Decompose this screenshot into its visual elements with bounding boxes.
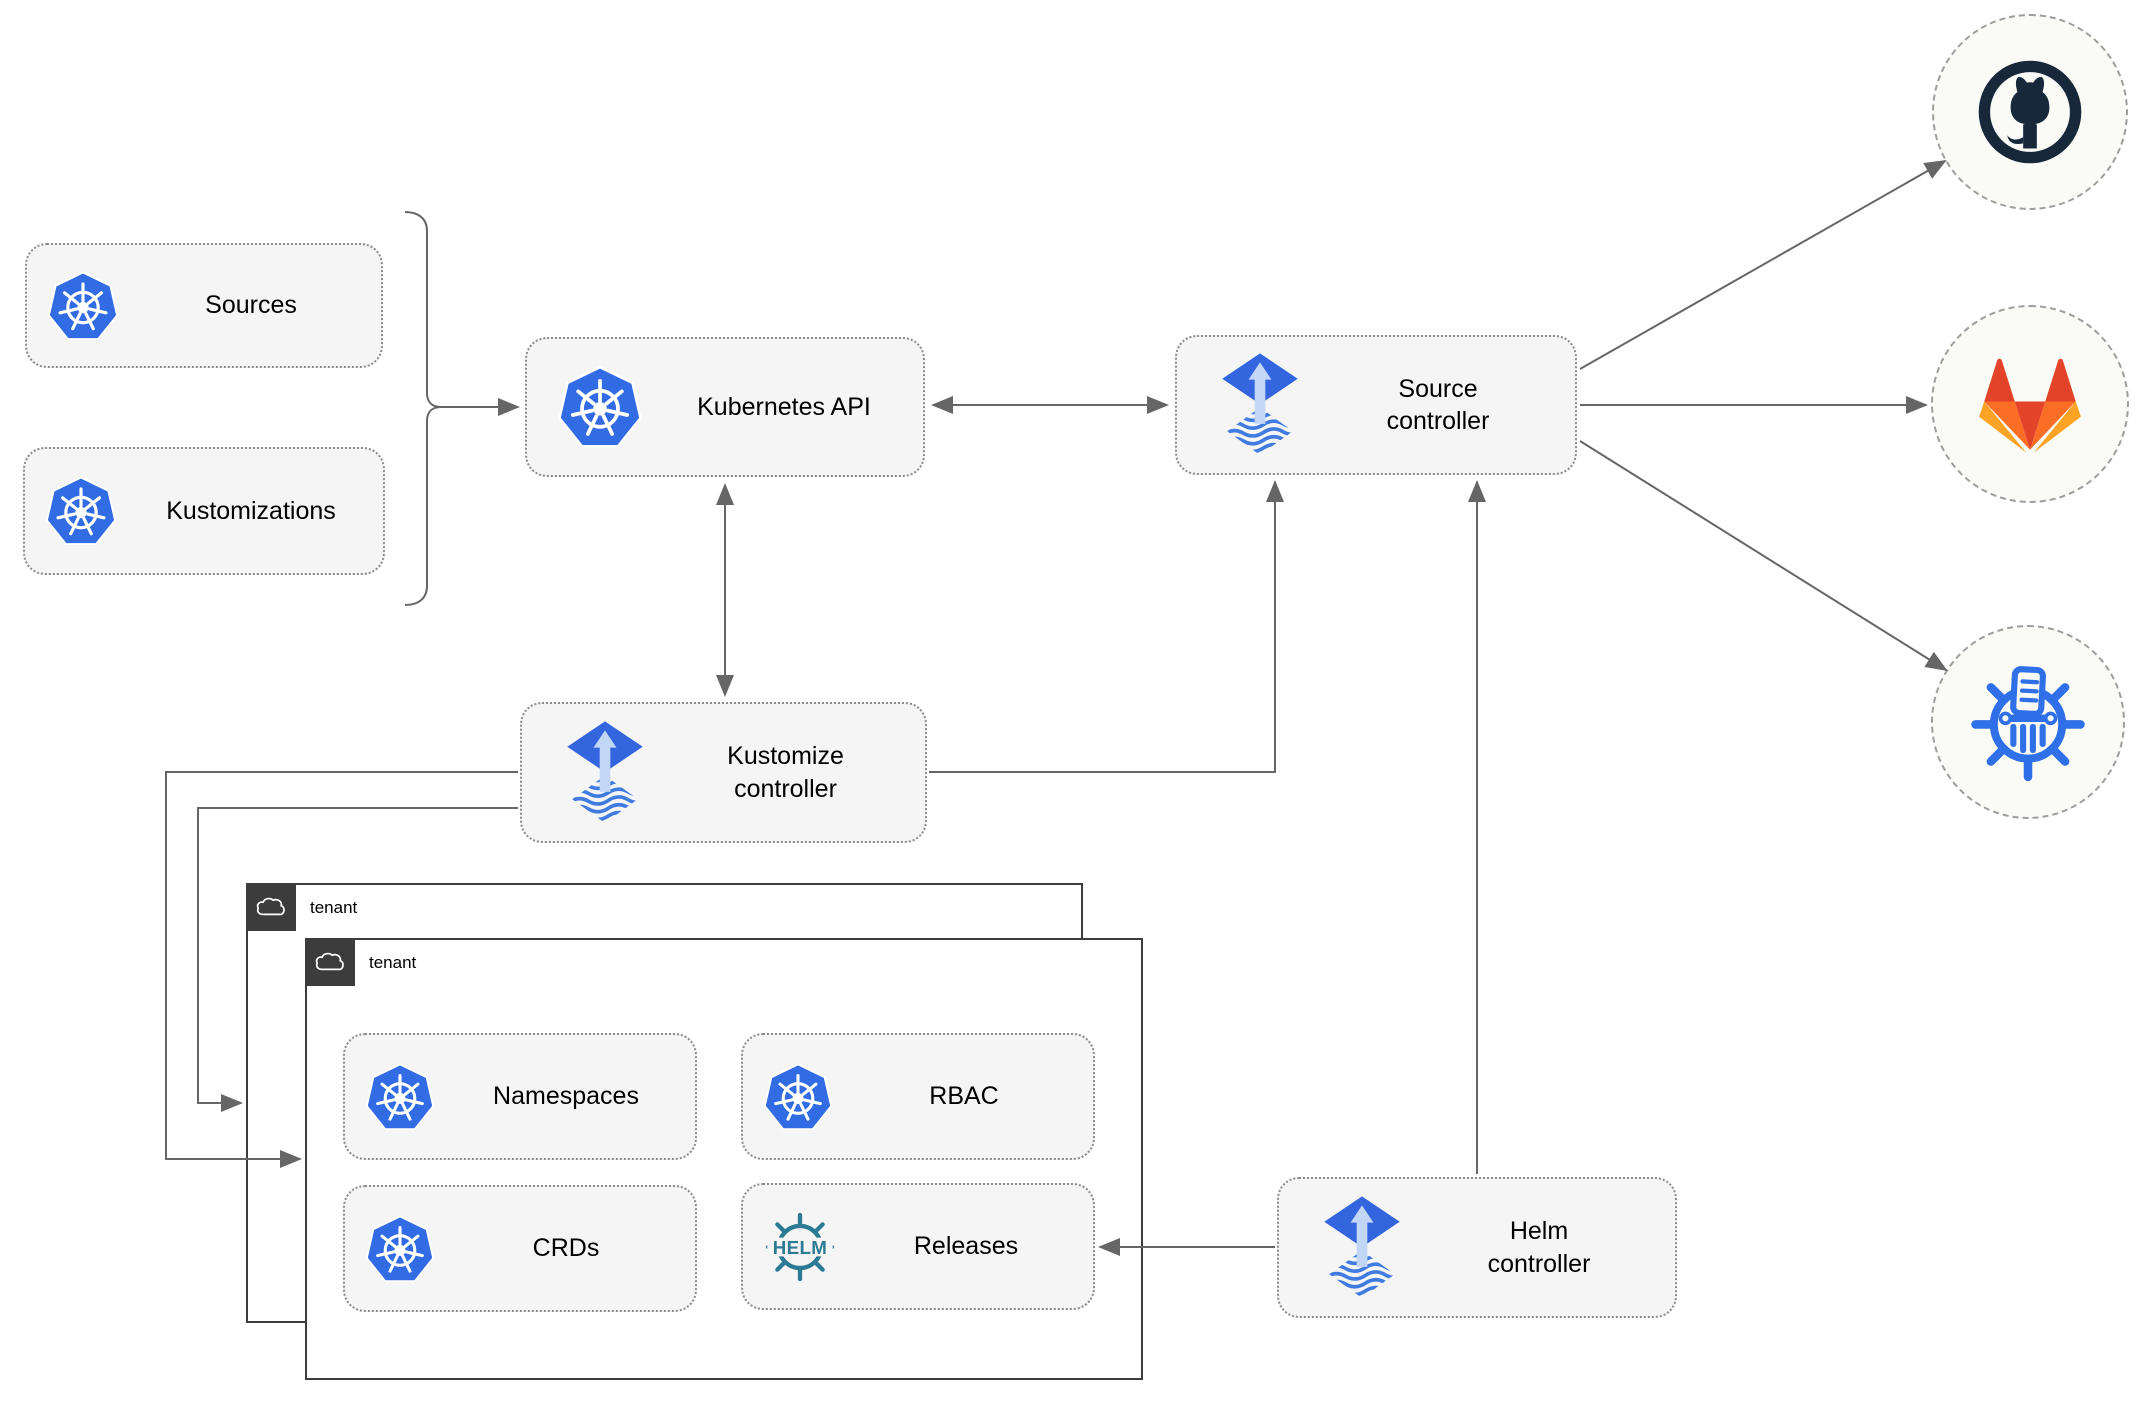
cloud-icon	[254, 895, 288, 918]
node-label: CRDs	[532, 1234, 600, 1263]
node-label: Sources	[205, 291, 297, 320]
node-label: Helm controller	[1487, 1217, 1591, 1278]
kubernetes-icon	[43, 471, 119, 551]
cloud-icon	[313, 950, 347, 973]
node-source-controller: Source controller	[1175, 335, 1577, 475]
edge-source-helm-repository	[1579, 440, 1948, 672]
node-label: Source controller	[1386, 374, 1490, 436]
kubernetes-icon	[363, 1210, 437, 1288]
edge-source-github	[1579, 160, 1947, 370]
edge-kustomize-source	[929, 480, 1284, 773]
tenant-tab	[304, 937, 355, 986]
node-label: Kustomizations	[166, 496, 336, 525]
github-icon	[1978, 60, 2082, 164]
kubernetes-icon	[761, 1058, 835, 1136]
node-rbac: RBAC	[741, 1033, 1095, 1160]
node-crds: CRDs	[343, 1185, 697, 1312]
helm-icon: HELM	[765, 1212, 835, 1281]
flux-icon	[1321, 1196, 1403, 1300]
kubernetes-icon	[45, 266, 121, 346]
tenant-tab	[245, 882, 296, 931]
endpoint-github	[1932, 14, 2128, 210]
node-label: Kubernetes API	[697, 392, 871, 421]
node-label: Kustomize controller	[727, 742, 844, 803]
endpoint-helm-repository	[1931, 625, 2125, 819]
node-label: Namespaces	[493, 1082, 639, 1111]
node-label: Releases	[913, 1232, 1019, 1261]
flux-icon	[564, 721, 646, 825]
kubernetes-icon	[363, 1058, 437, 1136]
node-releases: HELM Releases	[741, 1183, 1095, 1310]
gitlab-icon	[1979, 358, 2081, 453]
flux-icon	[1219, 353, 1301, 457]
node-kustomizations: Kustomizations	[23, 447, 385, 575]
node-kubernetes-api: Kubernetes API	[525, 337, 925, 477]
node-namespaces: Namespaces	[343, 1033, 697, 1160]
tenant-label: tenant	[310, 898, 358, 917]
kubernetes-icon	[555, 359, 645, 455]
edge-brace	[404, 211, 442, 606]
helm-repository-icon	[1971, 666, 2085, 782]
node-sources: Sources	[25, 243, 383, 368]
helm-wordmark: HELM	[773, 1237, 828, 1258]
node-label: RBAC	[929, 1082, 999, 1111]
tenant-label: tenant	[369, 953, 417, 972]
node-kustomize-controller: Kustomize controller	[520, 702, 927, 843]
node-helm-controller: Helm controller	[1277, 1177, 1677, 1318]
endpoint-gitlab	[1931, 305, 2129, 503]
